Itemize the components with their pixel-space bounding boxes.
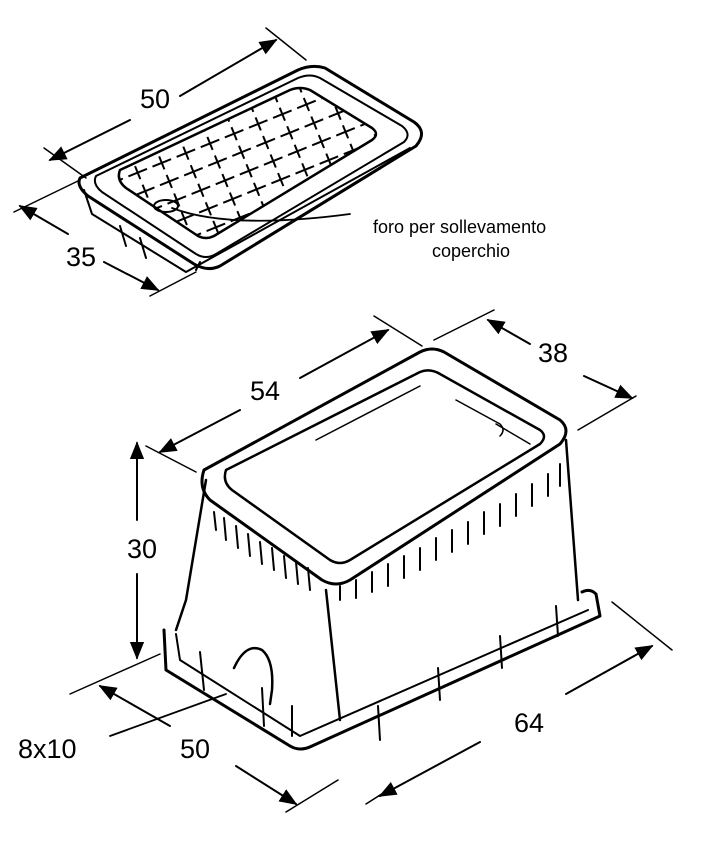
box-slot-leader-line <box>109 693 227 737</box>
box-top-opening <box>223 369 546 565</box>
box-base-length-dimension-line <box>380 646 652 796</box>
box-top-length-dimension-line <box>160 330 388 452</box>
box-top-width-label: 38 <box>538 338 568 368</box>
box-base-width-extension-lines <box>69 653 339 813</box>
box-top-length-extension-lines <box>145 315 423 473</box>
box-top-width-extension-lines <box>433 309 637 431</box>
lid-length-label: 50 <box>140 84 170 114</box>
lid-length-dimension-line <box>50 40 276 160</box>
box-cable-slot <box>232 646 274 706</box>
lid-note-line-2: coperchio <box>432 241 510 261</box>
box-drawing <box>69 309 673 813</box>
lid-width-dimension-line <box>20 206 158 290</box>
lid-width-label: 35 <box>66 242 96 272</box>
box-left-side <box>174 478 208 632</box>
box-top-length-label: 54 <box>250 376 280 406</box>
box-top-rim-outer <box>200 347 568 586</box>
box-top-width-dimension-line <box>488 320 632 398</box>
lid-length-extension-lines <box>43 27 307 179</box>
lid-width-extension-lines <box>13 179 197 297</box>
box-bottom-ribs <box>199 605 559 741</box>
box-opening-ledge <box>315 385 531 445</box>
box-base-length-extension-lines <box>365 601 673 805</box>
box-height-label: 30 <box>127 534 157 564</box>
box-slot-label: 8x10 <box>18 734 77 764</box>
box-top-ribs <box>213 463 561 601</box>
lid-note-line-1: foro per sollevamento <box>373 217 546 237</box>
box-base-length-label: 64 <box>514 708 544 738</box>
box-right-side <box>564 438 580 602</box>
box-front-side <box>324 588 342 722</box>
box-base-width-label: 50 <box>180 734 210 764</box>
lid-leader-line <box>171 207 351 222</box>
